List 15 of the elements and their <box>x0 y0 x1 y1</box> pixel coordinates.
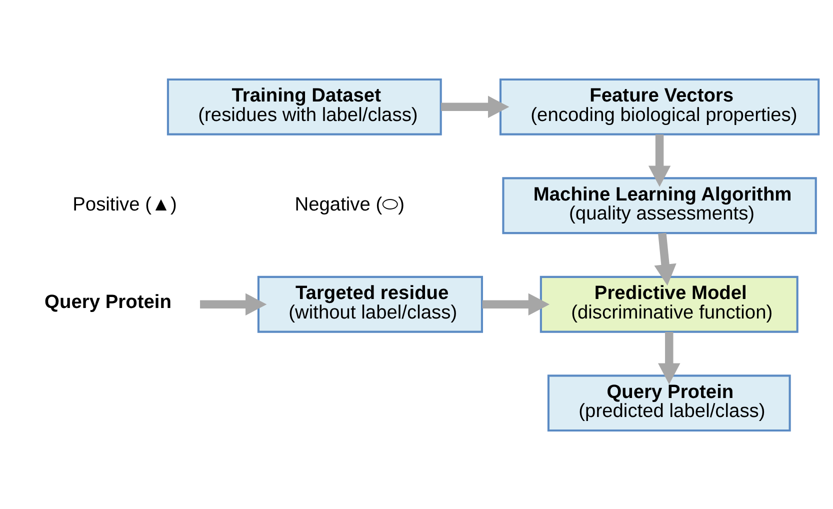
label: Positive (▲) <box>72 194 177 216</box>
arrow <box>658 331 680 384</box>
node-box: Targeted residue (without label/class) <box>257 275 483 332</box>
node-box: Machine Learning Algorithm (quality assessments) <box>502 176 817 234</box>
arrow <box>482 292 550 315</box>
node-box: Training Dataset (residues with label/class) <box>166 78 442 135</box>
node-box: Query Protein (predicted label/class) <box>547 374 791 432</box>
arrow <box>648 134 671 186</box>
node-box: Predictive Model (discriminative function) <box>540 275 798 332</box>
node-box: Feature Vectors (encoding biological properties) <box>499 78 820 135</box>
label: Negative (⬭) <box>294 194 405 216</box>
node-text: Query Protein <box>44 292 172 313</box>
arrow <box>200 292 267 315</box>
arrow <box>654 232 676 286</box>
arrow <box>441 95 510 118</box>
